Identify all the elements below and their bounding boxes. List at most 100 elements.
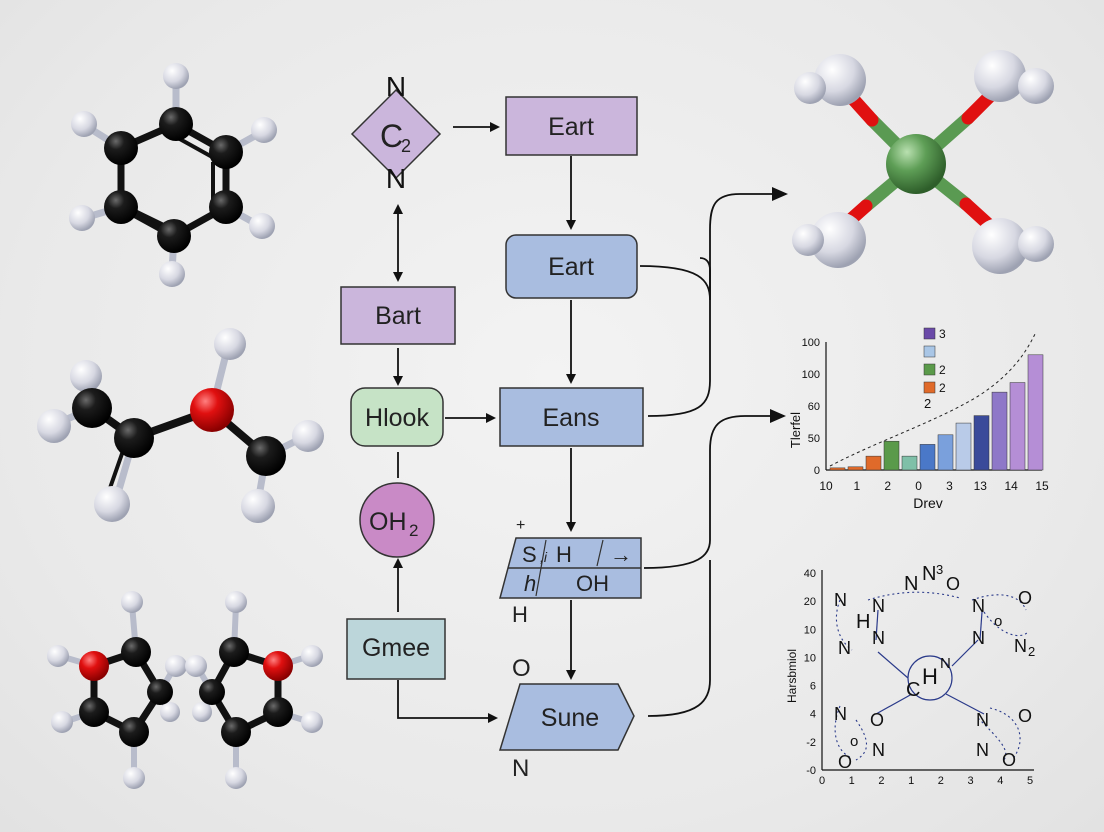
bart-label: Bart <box>375 302 421 330</box>
network-x-tick-0: 0 <box>819 775 825 787</box>
diamond-bottom-label: N <box>386 163 406 194</box>
split-subscript: ,i <box>540 549 548 565</box>
benzene-molecule <box>69 63 277 287</box>
eart-node-2[interactable]: Eart <box>505 234 638 299</box>
gmee-label: Gmee <box>362 634 430 662</box>
split-node[interactable]: + S ,i H → h OH H <box>499 517 642 627</box>
network-x-tick-3: 1 <box>908 775 914 787</box>
chart-bar-2 <box>865 455 882 471</box>
network-x-tick-5: 3 <box>968 775 974 787</box>
chart-bars <box>829 354 1044 471</box>
network-label-ur-o2: o <box>994 613 1002 630</box>
line-eans-branch <box>647 257 711 417</box>
network-label-center-c: C <box>906 679 920 701</box>
split-bottom-right: OH <box>576 571 609 596</box>
network-y-tick-7: -0 <box>806 765 816 777</box>
eart-node-1[interactable]: Eart <box>505 96 638 156</box>
network-label-lr-n2: N <box>976 740 989 760</box>
hlook-node[interactable]: Hlook <box>350 387 444 447</box>
network-y-tick-6: -2 <box>806 737 816 749</box>
chart-bar-3 <box>883 440 900 471</box>
network-label-ur-n: N <box>972 596 985 616</box>
network-x-tick-7: 5 <box>1027 775 1033 787</box>
chart-bar-6 <box>937 434 954 471</box>
network-label-ur-o: O <box>1018 588 1032 608</box>
sune-label: Sune <box>541 704 599 732</box>
oh2-subscript: 2 <box>409 521 418 540</box>
eans-node[interactable]: Eans <box>499 387 644 447</box>
o-label: O <box>512 655 531 682</box>
network-label-ul-n3: N <box>872 628 885 648</box>
chart-x-tick-4: 3 <box>946 479 953 493</box>
network-x-tick-2: 2 <box>878 775 884 787</box>
arrow-to-molecule <box>639 187 788 301</box>
network-label-ll-o2: o <box>850 733 858 750</box>
ether-molecule <box>37 328 324 523</box>
hlook-label: Hlook <box>365 404 429 432</box>
network-label-top-n: N <box>904 573 918 595</box>
oh2-label: OH <box>369 508 407 536</box>
network-label-top-sub3: 3 <box>936 562 943 577</box>
n-label: N <box>512 755 529 782</box>
legend-swatch-2 <box>923 363 936 376</box>
flow-connectors <box>393 122 788 723</box>
network-label-lr-o: O <box>1018 706 1032 726</box>
chart-bar-9 <box>991 391 1008 471</box>
legend-label-0: 3 <box>939 327 946 341</box>
network-y-tick-2: 10 <box>804 624 816 636</box>
chart-x-tick-3: 0 <box>915 479 922 493</box>
eart-label-2: Eart <box>548 253 594 281</box>
network-y-tick-4: 6 <box>810 681 816 693</box>
network-y-ticks: 40 20 10 10 6 4 -2 -0 <box>804 568 816 777</box>
network-label-ll-n: N <box>834 704 847 724</box>
network-x-tick-4: 2 <box>938 775 944 787</box>
network-x-tick-6: 4 <box>997 775 1003 787</box>
network-label-ll-n2: N <box>872 740 885 760</box>
network-y-tick-0: 40 <box>804 568 816 580</box>
diamond-top-label: N <box>386 71 406 102</box>
chart-xlabel: Drev <box>913 495 943 511</box>
eans-label: Eans <box>543 404 600 432</box>
network-label-top-o: O <box>946 574 960 594</box>
network-y-tick-1: 20 <box>804 596 816 608</box>
split-bottom-left: h <box>524 571 536 596</box>
chart-x-tick-7: 15 <box>1035 479 1049 493</box>
network-label-ul-n4: N <box>838 638 851 658</box>
split-plus: + <box>516 517 525 534</box>
eart-label-1: Eart <box>548 113 594 141</box>
chart-y-tick-1: 50 <box>808 433 820 445</box>
diamond-node[interactable]: N C 2 N <box>350 71 442 194</box>
chart-x-tick-0: 10 <box>819 479 833 493</box>
chart-y-tick-4: 100 <box>802 337 820 349</box>
network-label-ll-o: O <box>870 710 884 730</box>
bart-node[interactable]: Bart <box>340 286 456 345</box>
split-top-left: S <box>522 542 537 567</box>
chart-bar-1 <box>847 466 864 471</box>
chart-x-tick-2: 2 <box>884 479 891 493</box>
split-arrow: → <box>610 542 632 567</box>
split-below-label: H <box>512 602 528 627</box>
chart-y-tick-3: 100 <box>802 369 820 381</box>
arrow-to-chart <box>643 409 786 569</box>
network-y-tick-5: 4 <box>810 709 816 721</box>
oh2-node[interactable]: OH 2 <box>359 482 435 558</box>
diamond-subscript: 2 <box>401 136 411 156</box>
legend-swatch-3 <box>923 381 936 394</box>
chart-legend: 322 <box>923 327 946 395</box>
network-y-tick-3: 10 <box>804 652 816 664</box>
split-top-mid: H <box>556 542 572 567</box>
network-label-lr-n: N <box>976 710 989 730</box>
network-label-ur-n2: N <box>972 628 985 648</box>
chart-y-tick-2: 60 <box>808 401 820 413</box>
chart-annotation: 2 <box>924 396 931 411</box>
legend-swatch-1 <box>923 345 936 358</box>
network-label-ul-n2: N <box>872 596 885 616</box>
gmee-node[interactable]: Gmee <box>346 618 446 680</box>
sune-node[interactable]: Sune <box>498 683 635 751</box>
chart-x-tick-1: 1 <box>854 479 861 493</box>
chart-x-tick-6: 14 <box>1004 479 1018 493</box>
